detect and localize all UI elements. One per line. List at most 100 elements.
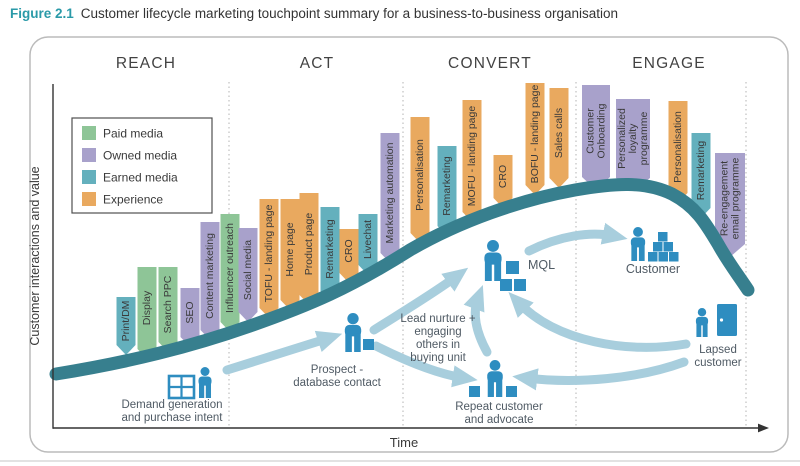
touchpoint-label: Print/DM [120, 301, 132, 342]
value-blocks-icon [653, 242, 663, 252]
stage-prospect: Prospect -database contact [293, 313, 382, 389]
value-blocks-icon [658, 232, 668, 242]
ribbon-shape [339, 229, 359, 283]
touchpoint-label: Personalisation [414, 139, 426, 211]
person-icon [489, 360, 501, 371]
touchpoint-label: BOFU - landing page [529, 85, 541, 184]
lifecycle-curve [49, 177, 755, 381]
touchpoint-label: Social media [242, 240, 254, 300]
touchpoint-label: Product page [303, 213, 315, 276]
touchpoint-label: SEO [184, 301, 196, 323]
y-axis-label: Customer interactions and value [28, 166, 42, 345]
touchpoint-reach-display: Display [137, 267, 157, 359]
value-blocks-icon [469, 386, 480, 397]
flow-arrow-prospect-to-mql [369, 267, 469, 335]
stage-label: and advocate [464, 414, 533, 426]
ribbon-shape [200, 222, 220, 340]
ribbon-shape [668, 101, 688, 203]
ribbon-shape [358, 214, 378, 275]
ribbon-shape [582, 85, 610, 190]
ribbon-shape [462, 100, 482, 222]
touchpoint-label: TOFU - landing page [263, 204, 275, 302]
touchpoint-label: Onboarding [596, 103, 608, 158]
x-axis-arrow-icon [758, 423, 769, 433]
phase-header-reach: REACH [116, 55, 176, 72]
value-blocks-icon [500, 279, 512, 291]
person-icon [633, 227, 643, 237]
touchpoint-act-remarketing: Remarketing [320, 207, 340, 301]
touchpoint-label: Display [141, 290, 153, 325]
flow-arrow-lapsed-to-mql [508, 291, 691, 352]
touchpoint-act-social-media: Social media [238, 228, 258, 322]
touchpoint-convert-mofu-landing-page: MOFU - landing page [462, 100, 482, 222]
touchpoint-reach-search-ppc: Search PPC [158, 267, 178, 352]
flow-arrow-mql-to-customer [524, 222, 628, 256]
stage-label: customer [694, 357, 741, 369]
touchpoint-convert-cro: CRO [493, 155, 513, 208]
ribbon-shape [180, 288, 200, 347]
touchpoint-convert-bofu-landing-page: BOFU - landing page [525, 83, 545, 195]
touchpoint-label: Remarketing [441, 156, 453, 216]
touchpoint-act-tofu-landing-page: TOFU - landing page [259, 199, 279, 318]
touchpoint-act-livechat: Livechat [358, 214, 378, 275]
value-blocks-icon [658, 252, 668, 262]
touchpoint-convert-remarketing: Remarketing [437, 146, 457, 236]
touchpoint-label: Sales calls [553, 108, 565, 158]
touchpoint-engage-personalisation: Personalisation [668, 101, 688, 203]
touchpoint-label: Influencer outreach [224, 223, 236, 313]
touchpoint-label: Re-engagement [719, 161, 731, 236]
stage-label: Lapsed [699, 344, 737, 356]
touchpoint-label: Remarketing [324, 219, 336, 279]
touchpoint-label: Marketing automation [384, 142, 396, 243]
touchpoint-label: Home page [284, 222, 296, 276]
stage-label: buying unit [410, 352, 466, 364]
stage-label: and purchase intent [121, 412, 223, 424]
touchpoint-label: Remarketing [695, 141, 707, 201]
touchpoint-label: Search PPC [162, 275, 174, 333]
touchpoint-act-home-page: Home page [280, 199, 300, 310]
figure-number: Figure 2.1 [10, 6, 74, 21]
flow-arrow-prospect-to-repeat [371, 341, 478, 388]
touchpoint-act-product-page: Product page [299, 193, 319, 305]
ribbon-shape [493, 155, 513, 208]
ribbon-shape [380, 133, 400, 263]
phase-header-act: ACT [300, 55, 335, 72]
touchpoint-label: Content marketing [204, 233, 216, 319]
value-blocks-icon [506, 386, 517, 397]
ribbon-shape [259, 199, 279, 318]
person-icon [200, 367, 210, 376]
legend-label: Earned media [103, 171, 178, 185]
ribbon-shape [220, 214, 240, 332]
flow-arrow-demand-to-prospect [222, 330, 343, 375]
ribbon-shape [320, 207, 340, 301]
stage-label: Customer [626, 262, 680, 276]
person-icon [487, 240, 499, 252]
touchpoint-act-cro: CRO [339, 229, 359, 283]
value-blocks-icon [506, 261, 519, 274]
stage-customer: Customer [626, 227, 680, 276]
stage-mql: MQL [484, 240, 555, 291]
touchpoint-engage-remarketing: Remarketing [691, 133, 711, 218]
legend-label: Paid media [103, 127, 163, 141]
stage-label: Prospect - [311, 364, 364, 376]
touchpoint-label: email programme [730, 157, 742, 239]
flow-arrow-lapsed-to-repeat [512, 357, 689, 391]
ribbon-shape [299, 193, 319, 305]
ribbon-shape [410, 117, 430, 243]
ribbon-shape [437, 146, 457, 236]
ribbon-shape [616, 99, 650, 191]
stage-label: Repeat customer [455, 401, 543, 413]
legend-swatch-experience [82, 192, 96, 206]
ribbon-shape [116, 297, 136, 355]
value-blocks-icon [363, 339, 374, 350]
stage-label: engaging [414, 326, 461, 338]
